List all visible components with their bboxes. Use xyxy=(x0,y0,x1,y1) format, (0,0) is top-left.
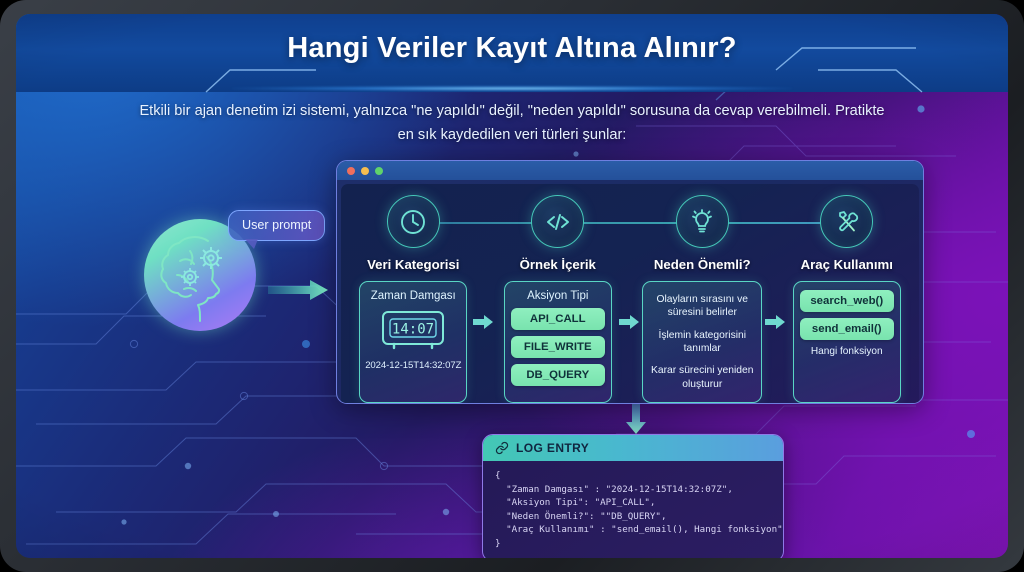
tools-panel: search_web() send_email() Hangi fonksiyo… xyxy=(792,281,901,403)
reasons-panel: Olayların sırasını ve süresini belirler … xyxy=(642,281,763,403)
lightbulb-icon xyxy=(675,195,729,248)
code-brackets-icon xyxy=(531,195,585,248)
column-title: Veri Kategorisi xyxy=(367,257,460,272)
reason-line: Karar sürecini yeniden oluşturur xyxy=(651,365,754,390)
header-circuit-accents xyxy=(205,47,923,93)
panel-label: Zaman Damgası xyxy=(370,290,456,302)
tool-pill[interactable]: send_email() xyxy=(799,318,894,340)
log-entry-card: LOG ENTRY { "Zaman Damgası" : "2024-12-1… xyxy=(482,434,784,558)
timestamp-value: 2024-12-15T14:32:07Z xyxy=(365,360,462,371)
action-pill[interactable]: FILE_WRITE xyxy=(510,336,605,358)
page-subtitle: Etkili bir ajan denetim izi sistemi, yal… xyxy=(139,103,885,143)
digital-clock-icon: 14:07 xyxy=(382,311,445,350)
header-glow-line xyxy=(232,86,792,91)
column-title: Araç Kullanımı xyxy=(800,257,893,272)
column-connector-line xyxy=(393,222,867,224)
column-title: Örnek İçerik xyxy=(519,257,596,272)
column-neden-onemli: Neden Önemli? Olayların sırasını ve süre… xyxy=(630,184,775,403)
page-title: Hangi Veriler Kayıt Altına Alınır? xyxy=(287,32,737,64)
user-prompt-bubble[interactable]: User prompt xyxy=(228,210,326,249)
window-minimize-dot[interactable] xyxy=(361,166,369,175)
arrow-right-icon xyxy=(473,315,493,329)
tool-pill[interactable]: search_web() xyxy=(799,290,894,312)
column-veri-kategorisi: Veri Kategorisi Zaman Damgası 14:07 2024… xyxy=(341,184,486,403)
window-titlebar xyxy=(337,161,923,180)
arrow-right-icon xyxy=(268,280,328,300)
columns-row: Veri Kategorisi Zaman Damgası 14:07 2024… xyxy=(341,184,920,403)
tablet-screen: Hangi Veriler Kayıt Altına Alınır? Etkil… xyxy=(16,14,1008,558)
panel-label: Aksiyon Tipi xyxy=(527,290,589,302)
user-prompt-label: User prompt xyxy=(242,218,312,232)
header-band xyxy=(16,14,1008,92)
reason-line: İşlemin kategorisini tanımlar xyxy=(658,329,747,354)
action-pill[interactable]: DB_QUERY xyxy=(510,364,605,386)
log-entry-code: { "Zaman Damgası" : "2024-12-15T14:32:07… xyxy=(483,461,783,558)
log-entry-header: LOG ENTRY xyxy=(483,435,783,461)
arrow-down-icon xyxy=(626,404,646,434)
column-ornek-icerik: Örnek İçerik Aksiyon Tipi API_CALL FILE_… xyxy=(486,184,631,403)
clock-icon xyxy=(386,195,440,248)
brain-gears-head-icon xyxy=(160,236,222,322)
column-arac-kullanimi: Araç Kullanımı search_web() send_email()… xyxy=(775,184,920,403)
window-maximize-dot[interactable] xyxy=(375,166,383,175)
action-type-panel: Aksiyon Tipi API_CALL FILE_WRITE DB_QUER… xyxy=(503,281,612,403)
reason-line: Olayların sırasını ve süresini belirler xyxy=(656,293,749,319)
window-close-dot[interactable] xyxy=(347,166,355,175)
data-categories-window: Veri Kategorisi Zaman Damgası 14:07 2024… xyxy=(336,160,924,404)
log-entry-title: LOG ENTRY xyxy=(516,441,590,455)
timestamp-panel: Zaman Damgası 14:07 2024-12-15T14:32:07Z xyxy=(359,281,468,403)
tools-footer: Hangi fonksiyon xyxy=(810,346,883,357)
arrow-right-icon xyxy=(619,315,639,329)
link-chain-icon xyxy=(495,441,509,455)
column-title: Neden Önemli? xyxy=(653,257,751,272)
hammer-wrench-icon xyxy=(820,195,874,248)
arrow-right-icon xyxy=(765,315,785,329)
clock-display: 14:07 xyxy=(392,322,434,338)
action-pill[interactable]: API_CALL xyxy=(510,308,605,330)
window-body: Veri Kategorisi Zaman Damgası 14:07 2024… xyxy=(341,184,920,403)
